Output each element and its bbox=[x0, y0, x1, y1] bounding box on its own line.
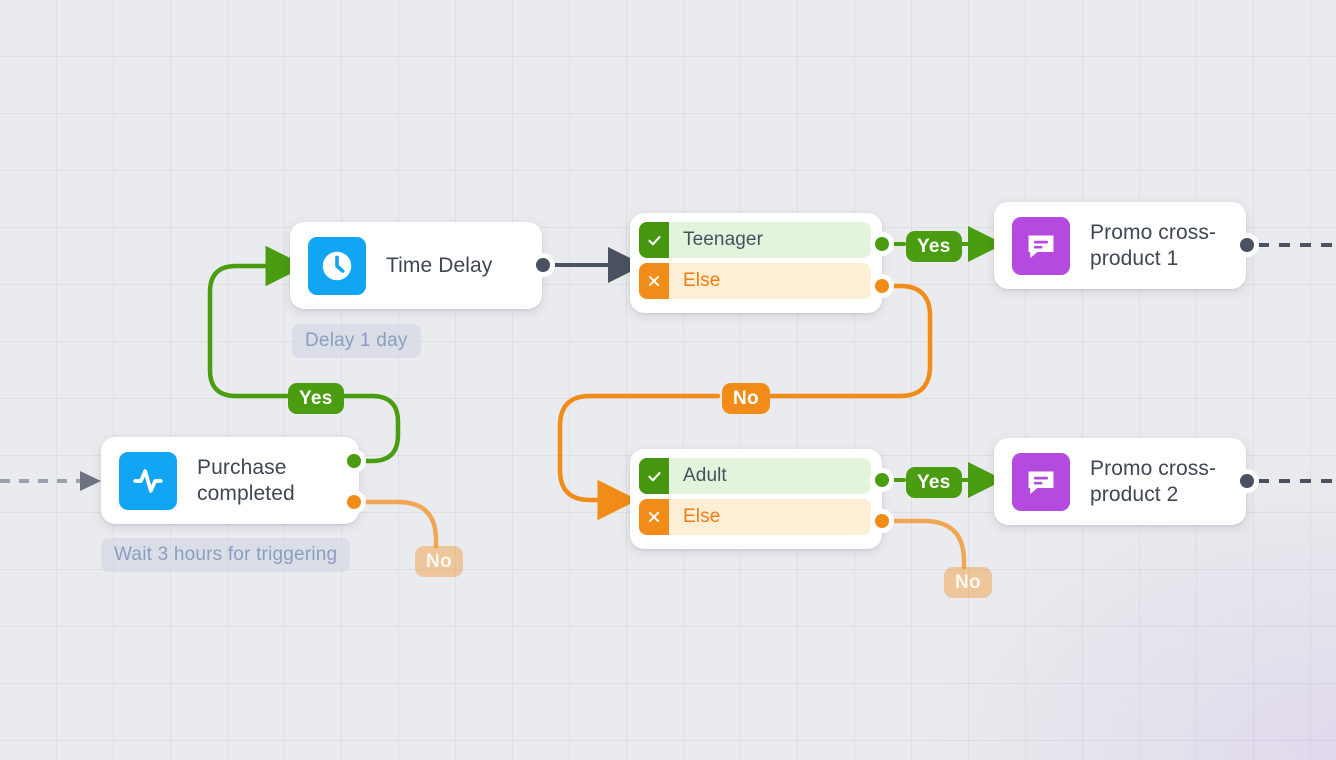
port-teenager-yes[interactable] bbox=[875, 237, 889, 251]
port-promo-1-out[interactable] bbox=[1240, 238, 1254, 252]
condition-row-adult[interactable]: Adult bbox=[639, 458, 871, 494]
condition-row-adult-else-label: Else bbox=[683, 506, 721, 527]
edge-teenager-no bbox=[557, 283, 933, 521]
condition-row-teenager-else-label: Else bbox=[683, 270, 721, 291]
port-time-delay-out[interactable] bbox=[536, 258, 550, 272]
condition-row-teenager[interactable]: Teenager bbox=[639, 222, 871, 258]
node-promo-2-label: Promo cross-product 2 bbox=[1090, 456, 1217, 506]
caption-purchase: Wait 3 hours for triggering bbox=[101, 538, 351, 572]
caption-time-delay: Delay 1 day bbox=[292, 324, 421, 358]
condition-row-adult-label: Adult bbox=[683, 465, 727, 486]
condition-row-teenager-else[interactable]: Else bbox=[639, 263, 871, 299]
check-icon bbox=[639, 222, 669, 258]
edge-label-teenager-yes[interactable]: Yes bbox=[906, 231, 962, 262]
check-icon bbox=[639, 458, 669, 494]
message-bubble-icon bbox=[1012, 216, 1070, 275]
node-promo-cross-product-2[interactable]: Promo cross-product 2 bbox=[994, 438, 1246, 525]
node-promo-cross-product-1[interactable]: Promo cross-product 1 bbox=[994, 202, 1246, 289]
x-icon bbox=[639, 499, 669, 535]
port-purchase-no[interactable] bbox=[347, 495, 361, 509]
node-time-delay-label: Time Delay bbox=[386, 253, 493, 277]
edge-adult-no bbox=[887, 518, 967, 643]
x-icon bbox=[639, 263, 669, 299]
port-promo-2-out[interactable] bbox=[1240, 474, 1254, 488]
edge-label-purchase-no[interactable]: No bbox=[415, 546, 463, 577]
edge-label-purchase-yes[interactable]: Yes bbox=[288, 383, 344, 414]
port-teenager-no[interactable] bbox=[875, 279, 889, 293]
port-adult-no[interactable] bbox=[875, 514, 889, 528]
edge-purchase-no bbox=[359, 499, 439, 623]
port-purchase-yes[interactable] bbox=[347, 454, 361, 468]
edge-label-teenager-no[interactable]: No bbox=[722, 383, 770, 414]
edge-incoming-dashed bbox=[0, 471, 101, 491]
clock-icon bbox=[308, 236, 366, 295]
condition-row-teenager-label: Teenager bbox=[683, 229, 764, 250]
node-condition-adult[interactable]: Adult Else bbox=[630, 449, 882, 549]
node-purchase-label: Purchase completed bbox=[197, 455, 295, 505]
condition-row-adult-else[interactable]: Else bbox=[639, 499, 871, 535]
activity-pulse-icon bbox=[119, 451, 177, 510]
edge-label-adult-no[interactable]: No bbox=[944, 567, 992, 598]
node-condition-teenager[interactable]: Teenager Else bbox=[630, 213, 882, 313]
node-time-delay[interactable]: Time Delay bbox=[290, 222, 542, 309]
node-purchase-completed[interactable]: Purchase completed bbox=[101, 437, 359, 524]
port-adult-yes[interactable] bbox=[875, 473, 889, 487]
node-promo-1-label: Promo cross-product 1 bbox=[1090, 220, 1217, 270]
edge-label-adult-yes[interactable]: Yes bbox=[906, 467, 962, 498]
edge-purchase-yes bbox=[207, 245, 401, 464]
message-bubble-icon bbox=[1012, 452, 1070, 511]
